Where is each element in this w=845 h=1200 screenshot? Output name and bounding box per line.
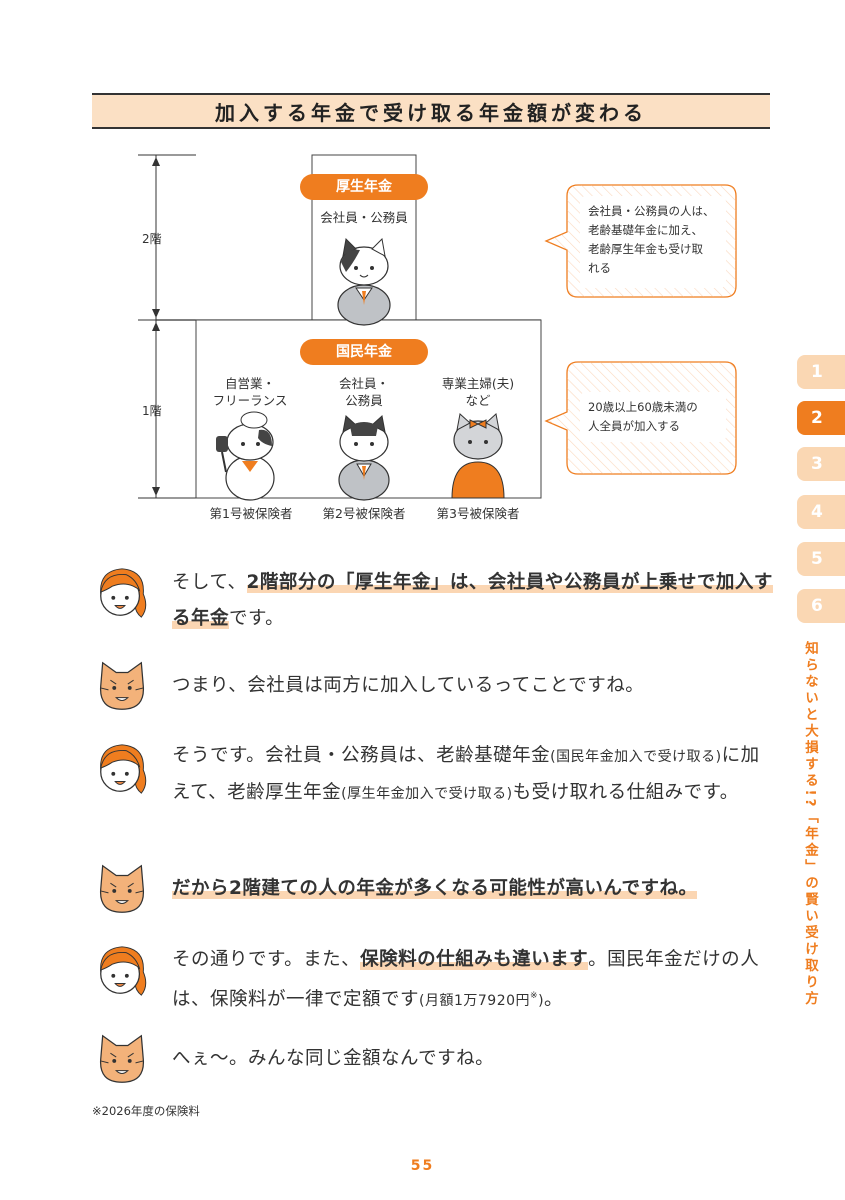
dialogue-5: その通りです。また、保険料の仕組みも違います。国民年金だけの人は、保険料が一律で… [172,949,760,1011]
lower-bubble-text: 20歳以上60歳未満の人全員が加入する [588,400,698,433]
dialogue-6: へぇ〜。みんな同じ金額なんですね。 [172,1048,495,1069]
employee-cat-icon [338,415,390,501]
upper-group-label: 会社員・公務員 [320,210,408,225]
woman-avatar-icon [100,744,147,794]
section-title: 加入する年金で受け取る年金額が変わる [92,93,770,129]
chapter-tab-6[interactable]: 6 [797,589,845,623]
upper-bubble-text: 会社員・公務員の人は、老齢基礎年金に加え、 老齢厚生年金も受け取れる [588,204,715,275]
group-3-label: 専業主婦(夫)など [441,376,515,408]
chapter-tab-4[interactable]: 4 [797,495,845,529]
pension-diagram [138,154,737,501]
cat-avatar-icon [100,1034,144,1083]
chapter-tab-3[interactable]: 3 [797,447,845,481]
salaryman-cat-icon [337,237,391,326]
housewife-cat-icon [451,413,505,499]
dialogue-3: そうです。会社員・公務員は、老齢基礎年金(国民年金加入で受け取る)に加えて、老齢… [172,745,760,803]
cat-avatar-icon [100,661,144,710]
floor2-label: 2階 [142,232,162,246]
woman-avatar-icon [100,946,147,996]
group-2-label: 会社員・公務員 [338,376,389,408]
group-1-caption: 第1号被保険者 [209,506,293,521]
chapter-tab-2[interactable]: 2 [797,401,845,435]
kosei-nenkin-badge: 厚生年金 [300,174,428,200]
floor1-label: 1階 [142,404,162,418]
dialogue-4: だから2階建ての人の年金が多くなる可能性が高いんですね。 [172,878,698,899]
group-1-label: 自営業・フリーランス [212,376,288,408]
freelancer-cat-icon [216,411,275,501]
chapter-title: 知らないと大損する!?「年金」の賢い受け取り方 [802,641,818,1008]
page-number: 55 [410,1158,435,1174]
chapter-tab-5[interactable]: 5 [797,542,845,576]
dialogue-1: そして、2階部分の「厚生年金」は、会社員や公務員が上乗せで加入する年金です。 [172,572,773,629]
group-3-caption: 第3号被保険者 [436,506,520,521]
kokumin-nenkin-badge: 国民年金 [300,339,428,365]
cat-avatar-icon [100,864,144,913]
group-2-caption: 第2号被保険者 [322,506,406,521]
footnote: ※2026年度の保険料 [92,1104,200,1118]
dialogue-2: つまり、会社員は両方に加入しているってことですね。 [172,675,645,696]
woman-avatar-icon [100,568,147,618]
chapter-tab-1[interactable]: 1 [797,355,845,389]
